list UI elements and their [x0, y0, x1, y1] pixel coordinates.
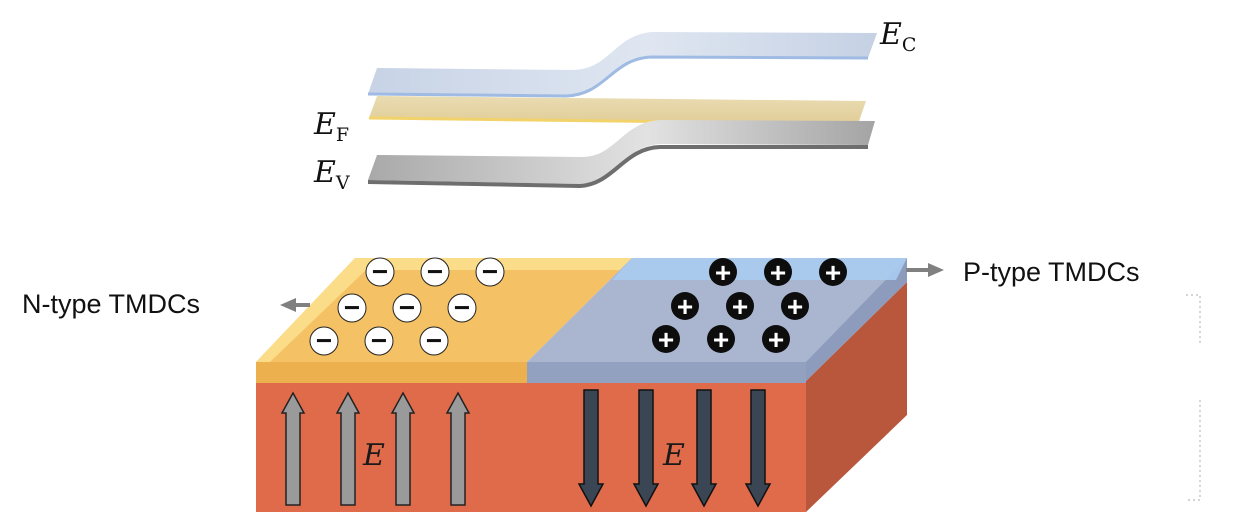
positive-charge: +: [707, 324, 735, 355]
p-type-label: P-type TMDCs: [963, 257, 1140, 287]
negative-charge: −: [475, 256, 505, 287]
svg-text:+: +: [825, 257, 841, 288]
fermi-level-label: EF: [313, 107, 349, 146]
p-region-top-highlight: [612, 258, 907, 280]
negative-charge: −: [365, 256, 395, 287]
n-type-label: N-type TMDCs: [22, 289, 200, 319]
fermi-level: [369, 96, 866, 124]
valence-band: [368, 120, 875, 184]
field-arrow-up: [445, 391, 471, 506]
positive-charge: +: [652, 324, 680, 355]
field-arrow-up: [280, 391, 306, 506]
conduction-band-edge: [367, 55, 869, 98]
electric-field-arrows-up: [280, 391, 471, 506]
svg-text:−: −: [316, 325, 332, 356]
svg-text:+: +: [677, 291, 693, 322]
positive-charge: +: [671, 291, 699, 322]
n-type-pointer-arrowhead: [280, 298, 296, 312]
svg-text:−: −: [426, 325, 442, 356]
n-region-top-highlight: [256, 258, 632, 362]
valence-band-edge: [367, 145, 868, 189]
p-type-label-group: P-type TMDCs: [906, 257, 1140, 287]
field-arrow-down: [744, 389, 772, 508]
p-region-charges: +++++++++: [652, 257, 847, 355]
positive-charge: +: [709, 257, 737, 288]
conduction-band-label: EC: [879, 17, 916, 56]
positive-charge: +: [764, 257, 792, 288]
svg-text:+: +: [658, 324, 674, 355]
positive-charge: +: [762, 324, 790, 355]
n-region-charges: −−−−−−−−−: [309, 256, 505, 356]
svg-text:+: +: [715, 257, 731, 288]
negative-charge: −: [420, 256, 450, 287]
field-arrow-up: [390, 391, 416, 506]
svg-text:−: −: [454, 292, 470, 323]
n-type-label-group: N-type TMDCs: [22, 289, 310, 319]
svg-text:+: +: [713, 324, 729, 355]
positive-charge: +: [781, 291, 809, 322]
field-arrow-down: [632, 389, 660, 508]
electric-field-arrows-down: [577, 389, 772, 508]
band-diagram: EC EF EV: [313, 17, 916, 194]
svg-text:−: −: [344, 292, 360, 323]
negative-charge: −: [309, 325, 339, 356]
conduction-band: [368, 32, 877, 96]
positive-charge: +: [819, 257, 847, 288]
svg-text:−: −: [371, 325, 387, 356]
field-label-right: E: [662, 438, 685, 473]
valence-band-label: EV: [313, 155, 350, 194]
svg-text:−: −: [482, 256, 498, 287]
substrate-side-face: [806, 282, 907, 512]
dotted-guide-marks: [1186, 294, 1201, 501]
positive-charge: +: [726, 291, 754, 322]
svg-text:−: −: [372, 256, 388, 287]
field-arrow-down: [577, 389, 605, 508]
svg-text:+: +: [768, 324, 784, 355]
field-label-left: E: [362, 438, 385, 473]
device-block: −−−−−−−−− +++++++++ E E: [256, 256, 907, 512]
p-region-top: [527, 258, 907, 362]
field-arrow-up: [335, 391, 361, 506]
p-type-pointer-arrowhead: [928, 263, 944, 277]
n-region-front: [256, 362, 527, 383]
field-arrow-down: [690, 389, 718, 508]
svg-text:−: −: [427, 256, 443, 287]
svg-text:−: −: [399, 292, 415, 323]
substrate-front-face: [256, 381, 806, 512]
svg-text:+: +: [787, 291, 803, 322]
negative-charge: −: [364, 325, 394, 356]
svg-text:+: +: [770, 257, 786, 288]
p-region-front: [527, 362, 806, 383]
negative-charge: −: [392, 292, 422, 323]
negative-charge: −: [419, 325, 449, 356]
layer-side-face: [806, 258, 907, 381]
negative-charge: −: [447, 292, 477, 323]
svg-text:+: +: [732, 291, 748, 322]
negative-charge: −: [337, 292, 367, 323]
